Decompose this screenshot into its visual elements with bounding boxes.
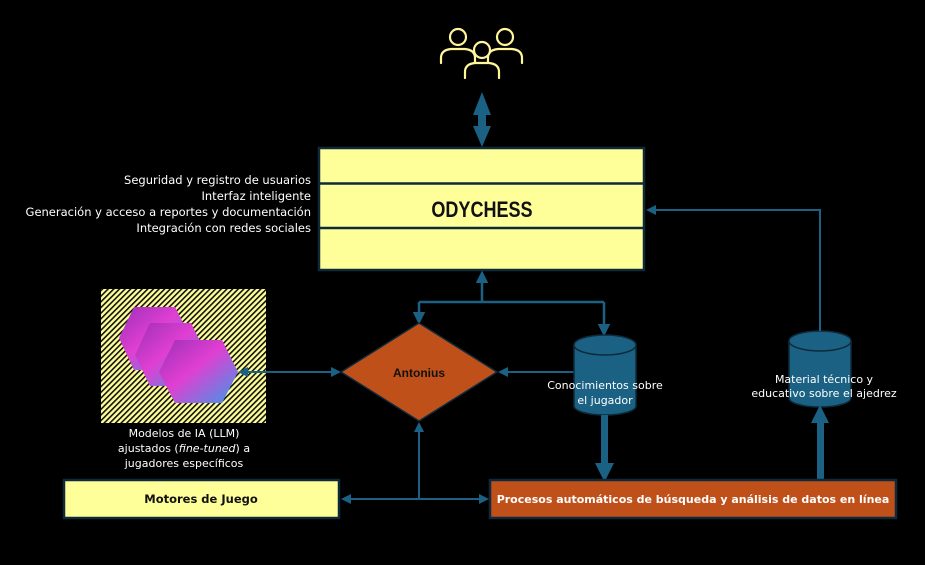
feature-item: Integración con redes sociales (136, 221, 311, 235)
processes-material-arrow (811, 405, 829, 480)
users-group-icon (439, 27, 524, 80)
player-knowledge-label: Conocimientos sobre el jugador (547, 379, 663, 407)
svg-text:jugadores específicos: jugadores específicos (124, 457, 244, 470)
player-knowledge-database[interactable] (573, 334, 637, 416)
feature-item: Interfaz inteligente (202, 189, 312, 203)
odychess-box[interactable]: ODYCHESS (317, 146, 646, 272)
svg-text:Conocimientos sobre: Conocimientos sobre (547, 379, 663, 392)
knowledge-processes-arrow (595, 415, 614, 482)
feature-item: Seguridad y registro de usuarios (124, 173, 311, 187)
engines-processes-connector (341, 422, 489, 504)
material-odychess-connector (646, 205, 821, 331)
users-odychess-double-arrow (473, 92, 491, 147)
chess-material-database[interactable] (788, 330, 852, 408)
feature-item: Generación y acceso a reportes y documen… (26, 205, 311, 219)
llm-models-caption: Modelos de IA (LLM) ajustados (fine-tune… (118, 427, 250, 470)
svg-text:el jugador: el jugador (577, 394, 633, 407)
antonius-label: Antonius (393, 366, 445, 380)
svg-text:educativo sobre el ajedrez: educativo sobre el ajedrez (751, 387, 897, 400)
svg-text:Material técnico y: Material técnico y (775, 373, 874, 386)
online-processes-box[interactable]: Procesos automáticos de búsqueda y análi… (488, 478, 898, 520)
llm-models-panel[interactable] (101, 289, 266, 423)
odychess-features-list: Seguridad y registro de usuarios Interfa… (26, 173, 311, 235)
game-engines-box[interactable]: Motores de Juego (62, 478, 341, 520)
svg-text:ajustados (fine-tuned) a: ajustados (fine-tuned) a (118, 442, 250, 455)
antonius-decision[interactable]: Antonius (339, 322, 499, 422)
online-processes-label: Procesos automáticos de búsqueda y análi… (497, 493, 890, 506)
game-engines-label: Motores de Juego (144, 492, 258, 506)
chess-material-label: Material técnico y educativo sobre el aj… (751, 373, 897, 400)
svg-text:Modelos de IA (LLM): Modelos de IA (LLM) (129, 427, 240, 440)
odychess-branch-connector (412, 270, 611, 337)
hexagon-stack-icon (119, 307, 238, 403)
odychess-title: ODYCHESS (431, 198, 532, 222)
